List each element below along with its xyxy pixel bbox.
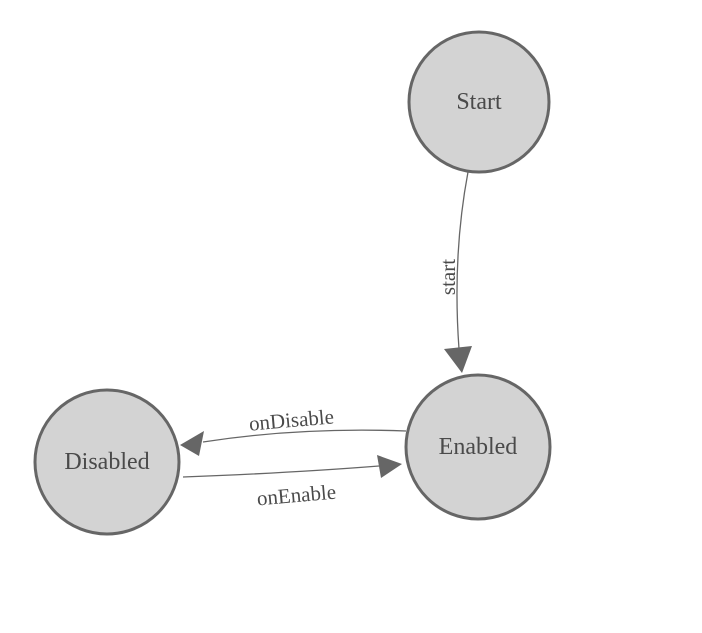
edge-disabled-to-enabled: onEnable	[182, 455, 402, 511]
node-disabled-circle	[33, 388, 181, 536]
node-disabled-label: Disabled	[64, 449, 149, 475]
edge-enabled-to-disabled: onDisable	[180, 404, 407, 456]
edge-label-start: start	[436, 259, 460, 295]
node-start: Start	[407, 30, 551, 174]
edge-enabled-to-disabled-line	[202, 429, 407, 443]
node-enabled-label: Enabled	[439, 434, 518, 460]
edge-start-to-enabled: start	[436, 171, 472, 373]
node-enabled-circle	[404, 373, 552, 521]
node-start-label: Start	[456, 89, 502, 115]
node-enabled: Enabled	[404, 373, 552, 521]
edge-disabled-to-enabled-line	[182, 465, 380, 478]
node-disabled: Disabled	[33, 388, 181, 536]
edge-start-to-enabled-line	[456, 171, 469, 350]
edge-enabled-to-disabled-arrowhead-icon	[180, 431, 204, 456]
edge-label-onenable: onEnable	[256, 480, 337, 511]
edge-disabled-to-enabled-arrowhead-icon	[377, 455, 402, 478]
node-start-circle	[407, 30, 551, 174]
edge-start-to-enabled-arrowhead-icon	[444, 346, 472, 373]
